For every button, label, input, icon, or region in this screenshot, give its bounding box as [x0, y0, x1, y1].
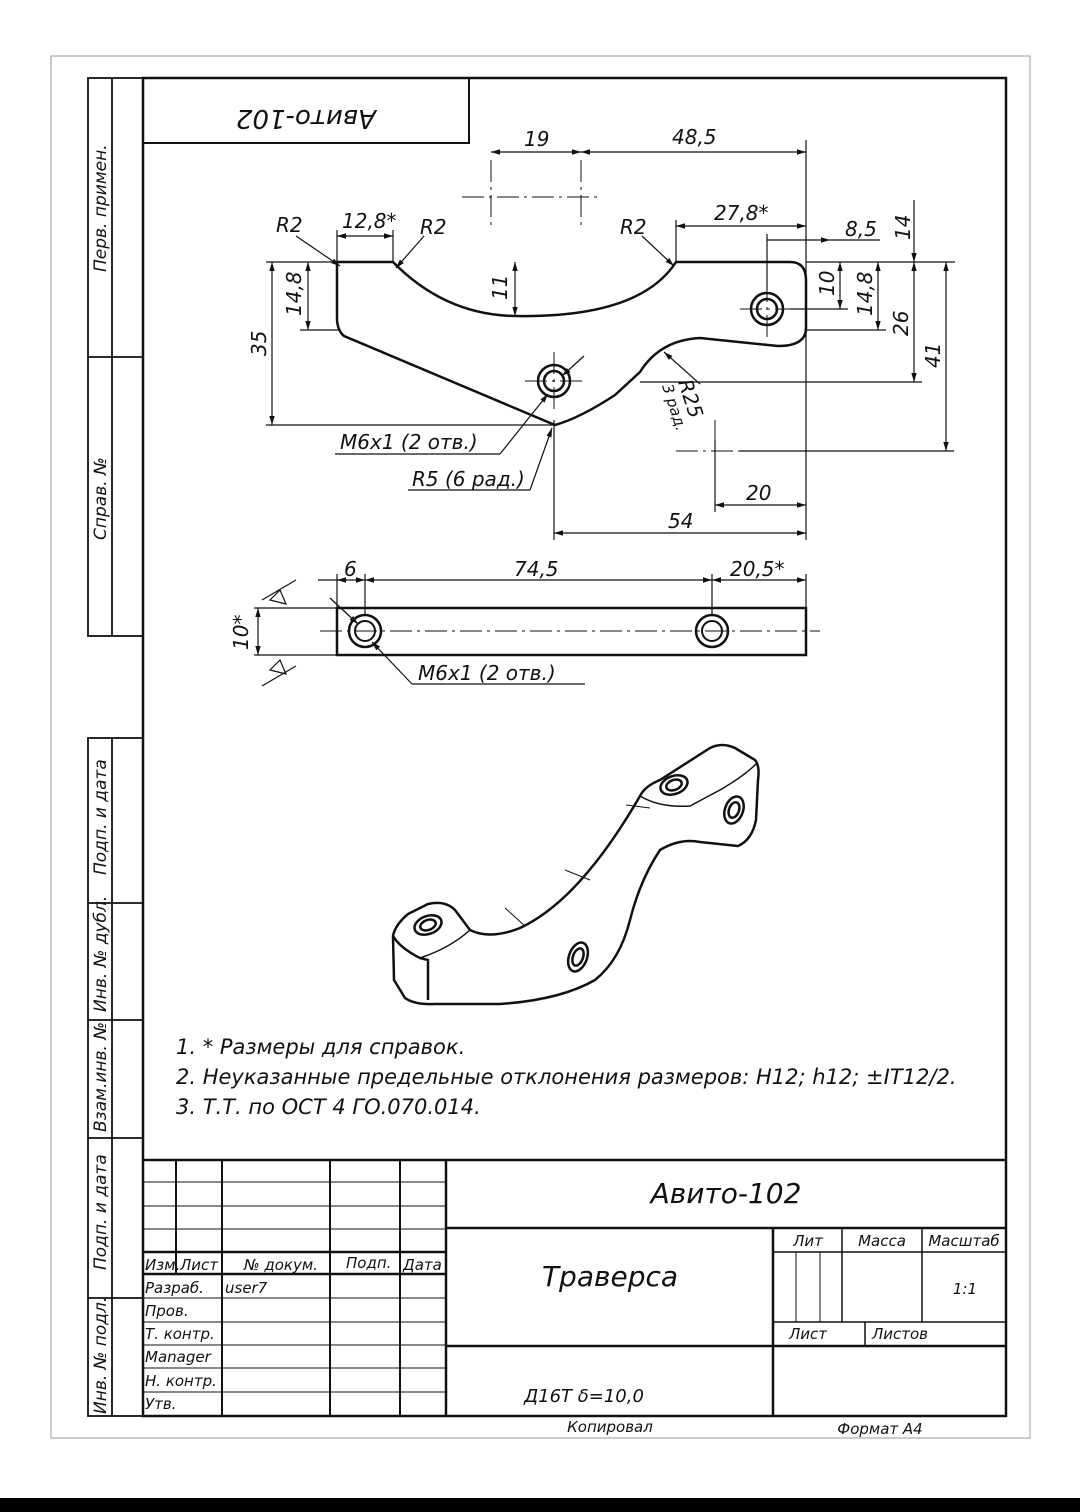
dim-6: 6: [344, 557, 357, 581]
dim-48-5: 48,5: [672, 125, 717, 149]
label-sheet: Лист: [788, 1325, 828, 1343]
technical-notes: 1. * Размеры для справок. 2. Неуказанные…: [176, 1032, 957, 1122]
dim-20-5: 20,5*: [730, 557, 785, 581]
note-2: 2. Неуказанные предельные отклонения раз…: [176, 1065, 957, 1089]
label-podp-data-1: Подп. и дата: [91, 759, 111, 875]
value-scale: 1:1: [953, 1280, 977, 1298]
dim-r2-left: R2: [276, 213, 303, 237]
left-margin-columns: [87, 77, 144, 1417]
label-lit: Лит: [792, 1232, 824, 1250]
header-izm: Изм.: [145, 1256, 180, 1274]
role-n-kontr: Н. контр.: [145, 1372, 217, 1390]
label-scale: Масштаб: [928, 1232, 999, 1250]
side-view-dimension-texts: 6 74,5 20,5* 10* M6x1 (2 отв.): [229, 557, 785, 685]
label-inv-dubl: Инв. № дубл.: [91, 896, 111, 1012]
role-razrab: Разраб.: [145, 1279, 204, 1297]
top-stamp-text: Авито-102: [236, 103, 378, 133]
top-view-part-outline: [335, 260, 808, 427]
top-view-dimension-texts: 19 48,5 12,8* 27,8* 8,5 R2 R2 R2 14 11 1…: [247, 125, 945, 533]
note-3: 3. Т.Т. по ОСТ 4 ГО.070.014.: [176, 1095, 481, 1119]
note-1: 1. * Размеры для справок.: [176, 1035, 466, 1059]
dim-74-5: 74,5: [514, 557, 559, 581]
title-part-name: Траверса: [542, 1260, 678, 1293]
dim-27-8: 27,8*: [714, 201, 769, 225]
role-prov: Пров.: [145, 1302, 189, 1320]
title-material: Д16Т δ=10,0: [523, 1386, 644, 1407]
header-podp: Подп.: [346, 1254, 391, 1272]
dim-35: 35: [247, 331, 271, 356]
header-list: Лист: [179, 1256, 219, 1274]
label-copied: Копировал: [567, 1418, 653, 1436]
title-designation: Авито-102: [649, 1177, 802, 1210]
top-stamp-box: [142, 77, 470, 144]
dim-26: 26: [889, 311, 913, 336]
dim-r2-mid: R2: [420, 215, 447, 239]
title-block-grid: [143, 1158, 1006, 1416]
header-data: Дата: [402, 1256, 442, 1274]
dim-r2-right: R2: [620, 215, 647, 239]
dim-8-5: 8,5: [845, 217, 877, 241]
label-vzam-inv: Взам.инв. №: [91, 1022, 111, 1132]
bottom-black-bar: [0, 1498, 1080, 1512]
sheet-outer-border: [50, 55, 1031, 1439]
label-inv-podl: Инв. № подл.: [91, 1297, 111, 1414]
label-sheets: Листов: [871, 1325, 928, 1343]
left-margin-labels: Перв. примен. Справ. № Подп. и дата Инв.…: [91, 144, 111, 1414]
dim-10: 10: [815, 271, 839, 296]
dim-14-8-left: 14,8: [282, 271, 306, 316]
dim-12-8: 12,8*: [342, 209, 397, 233]
dim-thread-side: M6x1 (2 отв.): [418, 661, 556, 685]
isometric-view: [391, 743, 760, 1006]
top-view-dimensions: [266, 140, 955, 540]
side-view-part: [320, 606, 820, 657]
role-manager: Manager: [145, 1348, 212, 1366]
side-view-dimensions: [254, 574, 807, 687]
role-utv: Утв.: [145, 1395, 177, 1413]
label-podp-data-2: Подп. и дата: [91, 1154, 111, 1270]
dim-r5: R5 (6 рад.): [412, 467, 525, 491]
dim-10-star: 10*: [229, 615, 253, 650]
label-mass: Масса: [858, 1232, 906, 1250]
header-doc: № докум.: [243, 1256, 318, 1274]
dim-14-8-right: 14,8: [853, 271, 877, 316]
role-t-kontr: Т. контр.: [145, 1325, 215, 1343]
developer-name: user7: [225, 1279, 268, 1297]
label-perv-primen: Перв. примен.: [91, 144, 111, 272]
dim-20: 20: [746, 481, 771, 505]
dim-41: 41: [921, 343, 945, 368]
label-format: Формат А4: [837, 1420, 922, 1438]
dim-14: 14: [891, 215, 915, 240]
dim-54: 54: [668, 509, 693, 533]
dim-thread-top: M6x1 (2 отв.): [340, 430, 478, 454]
title-block-texts: Авито-102 Траверса Д16Т δ=10,0 Изм. Лист…: [145, 1177, 1000, 1438]
dim-19: 19: [524, 127, 549, 151]
dim-11: 11: [488, 275, 512, 300]
label-sprav-no: Справ. №: [91, 457, 111, 540]
